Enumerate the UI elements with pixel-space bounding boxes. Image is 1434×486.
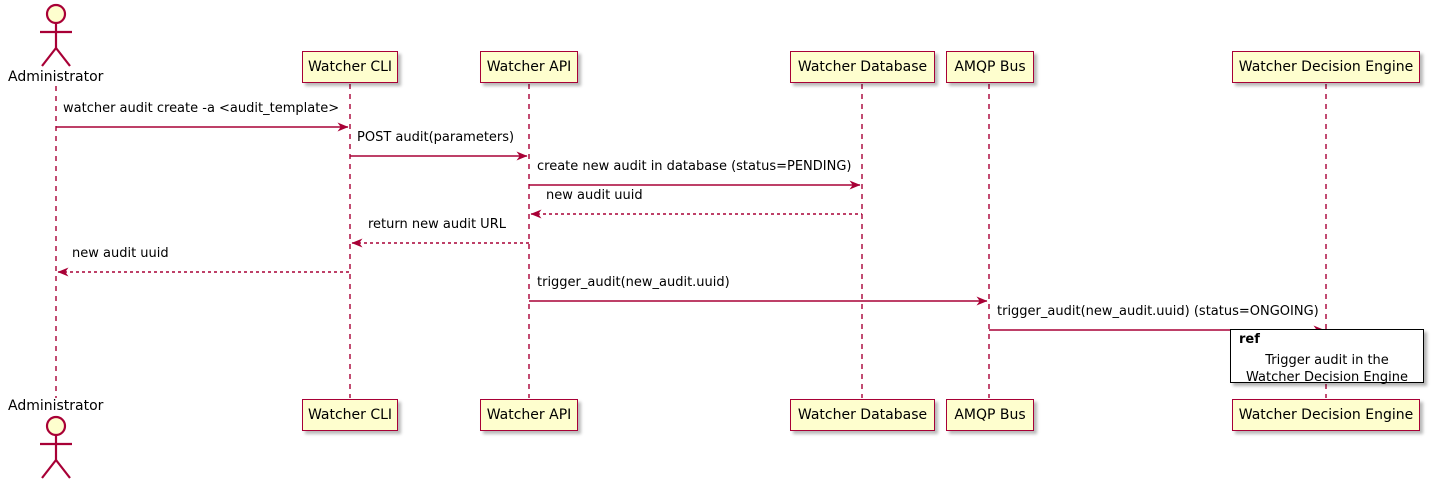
participant-box-amqp-bus-bottom[interactable]: AMQP Bus [946, 399, 1034, 431]
participant-box-amqp-bus-top[interactable]: AMQP Bus [946, 51, 1034, 83]
message-label-msg-6: new audit uuid [72, 246, 169, 261]
participant-label: Watcher Database [797, 59, 928, 75]
participant-label: AMQP Bus [954, 407, 1026, 423]
message-label-msg-3: create new audit in database (status=PEN… [537, 159, 852, 174]
participant-label: Watcher Decision Engine [1238, 59, 1414, 75]
participant-label: Watcher API [486, 407, 572, 423]
participant-box-watcher-database-top[interactable]: Watcher Database [790, 51, 935, 83]
participant-label: AMQP Bus [954, 59, 1026, 75]
ref-body-text: Trigger audit in the Watcher Decision En… [1231, 352, 1423, 386]
ref-fragment[interactable]: ref Trigger audit in the Watcher Decisio… [1230, 329, 1424, 386]
message-label-msg-4: new audit uuid [546, 188, 643, 203]
lifelines [55, 84, 1327, 398]
ref-body-line-1: Trigger audit in the [1265, 353, 1389, 368]
message-label-msg-5: return new audit URL [368, 217, 506, 232]
ref-keyword-label: ref [1239, 332, 1260, 347]
participant-label: Watcher CLI [307, 407, 393, 423]
participant-box-watcher-api-top[interactable]: Watcher API [480, 51, 578, 83]
participant-box-watcher-api-bottom[interactable]: Watcher API [480, 399, 578, 431]
message-label-msg-8: trigger_audit(new_audit.uuid) (status=ON… [997, 304, 1319, 319]
actor-figure-top [40, 3, 72, 67]
participant-label: Watcher API [486, 59, 572, 75]
message-label-msg-7: trigger_audit(new_audit.uuid) [537, 275, 730, 290]
participant-box-watcher-decision-engine-top[interactable]: Watcher Decision Engine [1232, 51, 1420, 83]
actor-label-administrator-top: Administrator [8, 69, 104, 85]
participant-label: Watcher Decision Engine [1238, 407, 1414, 423]
actor-label-administrator-bottom: Administrator [8, 398, 104, 414]
participant-box-watcher-cli-top[interactable]: Watcher CLI [302, 51, 398, 83]
participant-box-watcher-decision-engine-bottom[interactable]: Watcher Decision Engine [1232, 399, 1420, 431]
message-label-msg-1: watcher audit create -a <audit_template> [63, 101, 340, 116]
ref-body-line-2: Watcher Decision Engine [1246, 370, 1408, 385]
actor-figure-bottom [40, 415, 72, 479]
message-label-msg-2: POST audit(parameters) [357, 130, 515, 145]
participant-label: Watcher CLI [307, 59, 393, 75]
participant-box-watcher-database-bottom[interactable]: Watcher Database [790, 399, 935, 431]
participant-box-watcher-cli-bottom[interactable]: Watcher CLI [302, 399, 398, 431]
participant-label: Watcher Database [797, 407, 928, 423]
